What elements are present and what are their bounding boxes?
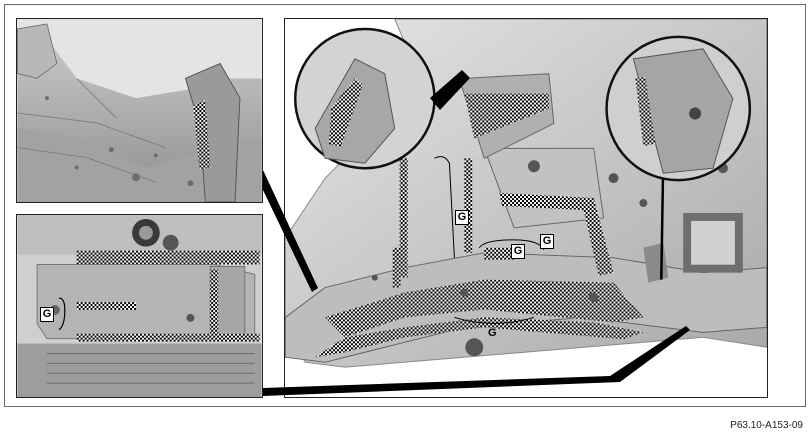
- lower-detail-drawing: [17, 215, 262, 397]
- callout-g-lower: G: [488, 327, 497, 339]
- detail-panel-upper: [16, 18, 263, 203]
- main-assembly-drawing: [285, 19, 767, 397]
- detail-panel-lower: [16, 214, 263, 398]
- callout-g-center: G: [511, 244, 525, 259]
- callout-g-upper: G: [455, 210, 469, 225]
- document-code: P63.10-A153-09: [730, 420, 803, 431]
- callout-g-inset: G: [40, 307, 54, 322]
- upper-detail-drawing: [17, 19, 262, 202]
- callout-g-right: G: [540, 234, 554, 249]
- main-assembly-view: [284, 18, 768, 398]
